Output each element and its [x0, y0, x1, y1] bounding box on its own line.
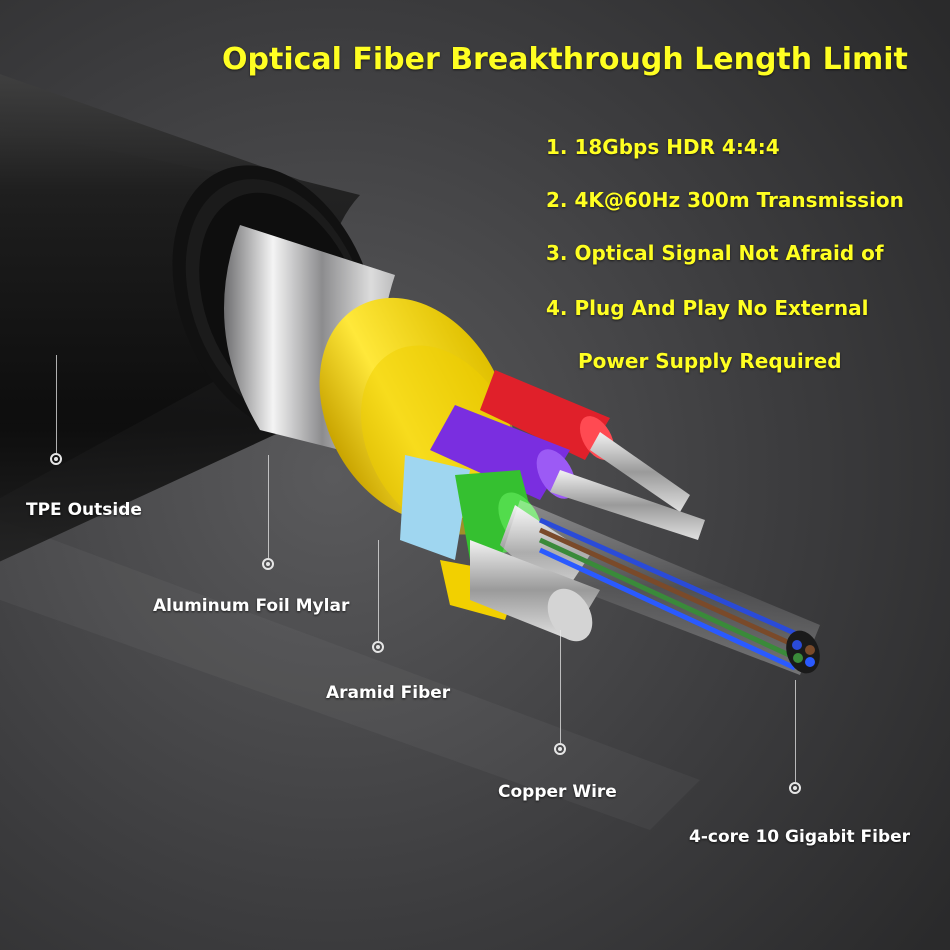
callout-4-core-fiber: 4-core 10 Gigabit Fiber	[689, 827, 911, 847]
feature-item-1: 1. 18Gbps HDR 4:4:4	[546, 135, 780, 159]
feature-item-2: 2. 4K@60Hz 300m Transmission	[546, 188, 904, 212]
tpe-leader-line	[56, 355, 57, 453]
feature-item-4-continued: Power Supply Required	[578, 349, 842, 373]
callout-aramid-fiber: Aramid Fiber	[326, 683, 451, 703]
foil-leader-line	[268, 455, 269, 558]
callout-copper-wire: Copper Wire	[498, 782, 617, 802]
feature-item-4: 4. Plug And Play No External	[546, 296, 869, 320]
copper-leader-line	[560, 630, 561, 743]
callout-tpe-outside: TPE Outside	[26, 500, 142, 520]
fiber-marker-dot	[789, 782, 801, 794]
aramid-marker-dot	[372, 641, 384, 653]
fiber-leader-line	[795, 680, 796, 782]
feature-item-3: 3. Optical Signal Not Afraid of	[546, 241, 884, 265]
tpe-marker-dot	[50, 453, 62, 465]
callout-aluminum-foil: Aluminum Foil Mylar	[153, 596, 350, 616]
foil-marker-dot	[262, 558, 274, 570]
aramid-leader-line	[378, 540, 379, 641]
page-title: Optical Fiber Breakthrough Length Limit	[222, 42, 908, 77]
copper-marker-dot	[554, 743, 566, 755]
